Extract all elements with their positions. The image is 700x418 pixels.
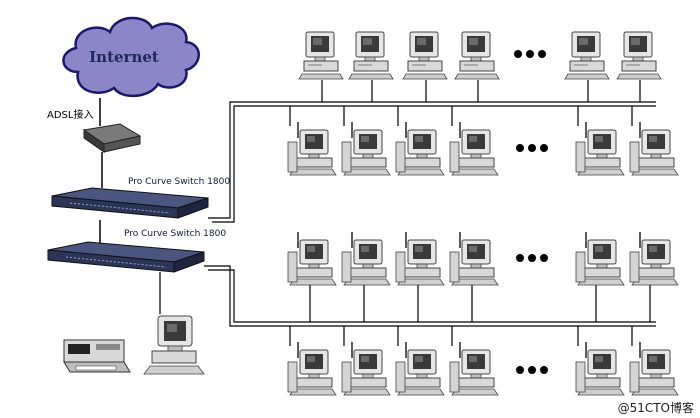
row-2-computers xyxy=(287,121,679,176)
computer-icon xyxy=(395,341,445,396)
row-4-drops xyxy=(289,326,633,346)
computer-icon xyxy=(616,31,662,80)
more-computers-ellipsis xyxy=(516,144,548,152)
computer-icon xyxy=(629,231,679,286)
admin-workstation xyxy=(143,315,205,375)
computer-icon xyxy=(341,341,391,396)
computer-icon xyxy=(449,121,499,176)
switch-2: Pro Curve Switch 1800 xyxy=(47,229,226,273)
more-computers-ellipsis xyxy=(514,50,546,58)
more-computers-ellipsis xyxy=(516,366,548,374)
row-1-drops xyxy=(321,80,641,102)
internet-cloud: Internet xyxy=(62,16,200,97)
computer-icon xyxy=(564,31,610,80)
computer-icon xyxy=(402,31,448,80)
computer-icon xyxy=(449,341,499,396)
cloud-shape xyxy=(62,16,200,97)
computer-icon xyxy=(629,121,679,176)
row-2-drops xyxy=(289,106,633,126)
internet-label: Internet xyxy=(89,48,159,66)
switch-1-label: Pro Curve Switch 1800 xyxy=(128,177,230,187)
adsl-label: ADSL接入 xyxy=(47,108,93,121)
computer-icon xyxy=(575,121,625,176)
row-3-drops xyxy=(309,282,651,322)
row-4-computers xyxy=(287,341,679,396)
computer-icon xyxy=(629,341,679,396)
computer-icon xyxy=(298,31,344,80)
more-computers-ellipsis xyxy=(516,254,548,262)
computer-icon xyxy=(287,231,337,286)
computer-icon xyxy=(575,231,625,286)
computer-icon xyxy=(575,341,625,396)
computer-icon xyxy=(348,31,394,80)
computer-icon xyxy=(449,231,499,286)
switch-2-label: Pro Curve Switch 1800 xyxy=(124,229,226,239)
watermark: @51CTO博客 xyxy=(618,400,694,415)
computer-icon xyxy=(287,341,337,396)
switch-1: Pro Curve Switch 1800 xyxy=(51,177,230,219)
printer xyxy=(63,339,131,373)
row-3-computers xyxy=(287,231,679,286)
computer-icon xyxy=(395,121,445,176)
row-1-computers xyxy=(298,31,662,80)
computer-icon xyxy=(341,121,391,176)
computer-icon xyxy=(454,31,500,80)
computer-icon xyxy=(287,121,337,176)
adsl-modem xyxy=(82,123,142,153)
computer-icon xyxy=(395,231,445,286)
backbone-cables xyxy=(204,101,656,327)
computer-icon xyxy=(341,231,391,286)
